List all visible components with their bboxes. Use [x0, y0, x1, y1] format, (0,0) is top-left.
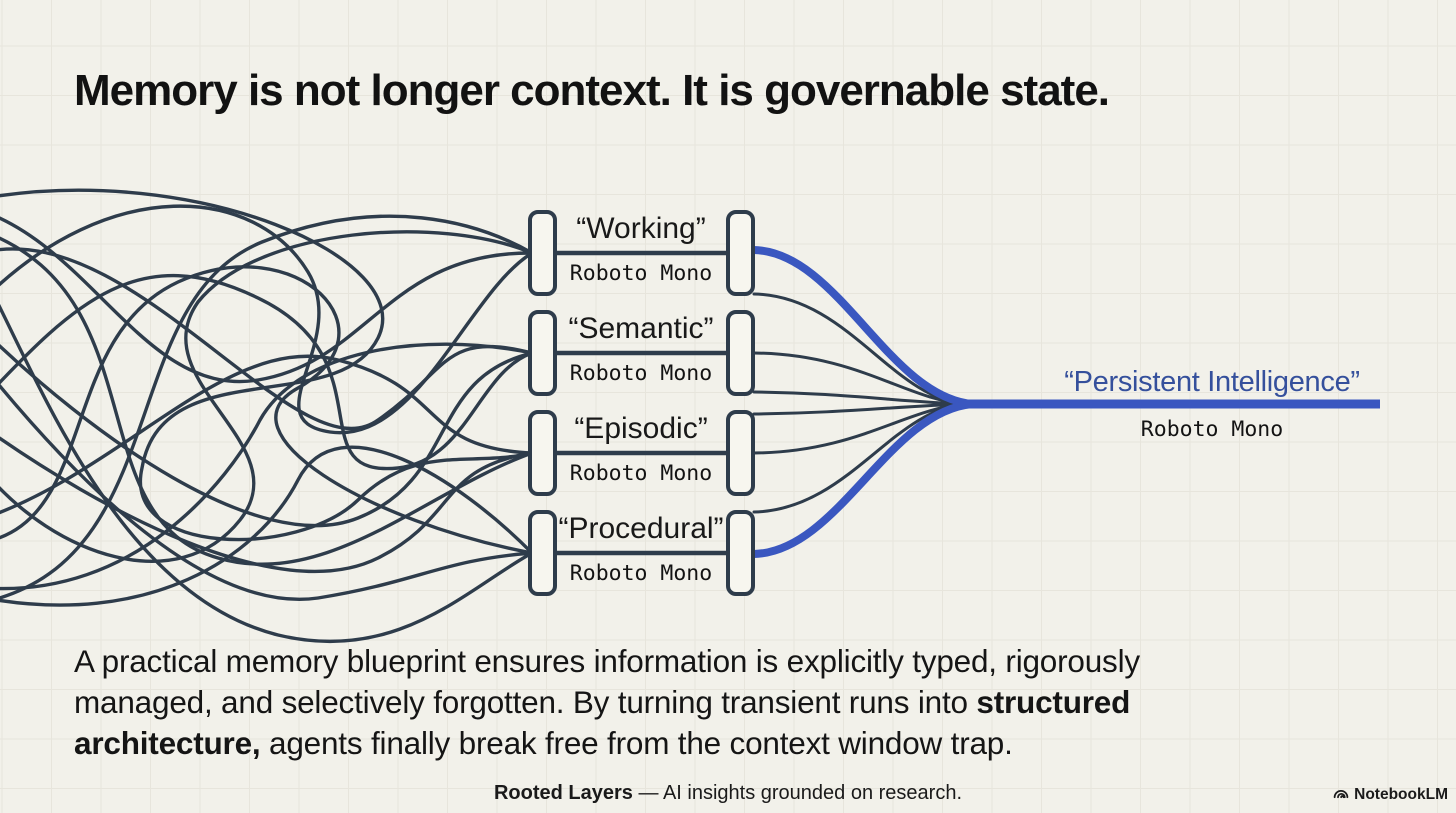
persistent-intelligence-label: “Persistent Intelligence”: [1064, 366, 1360, 398]
gate-working: [528, 210, 755, 296]
gate-semantic-font: Roboto Mono: [569, 361, 713, 386]
notebooklm-logo: NotebookLM: [1332, 786, 1448, 804]
gate-episodic-label: “Episodic”: [574, 412, 708, 445]
footer-brand: Rooted Layers: [493, 782, 633, 804]
gate-working-font: Roboto Mono: [569, 261, 713, 286]
gate-episodic: [528, 410, 755, 496]
gate-episodic-font: Roboto Mono: [569, 461, 713, 486]
gate-procedural-font: Roboto Mono: [569, 561, 713, 586]
footer: Rooted Layers — AI insights grounded on …: [0, 782, 1456, 805]
persistent-intelligence-font: Roboto Mono: [1140, 417, 1284, 442]
page-title: Memory is not longer context. It is gove…: [74, 66, 1110, 115]
tangle-lines: [0, 188, 534, 644]
footer-tagline: AI insights grounded on research.: [662, 782, 963, 804]
body-text: A practical memory blueprint ensures inf…: [74, 643, 1140, 761]
gate-procedural-label: “Procedural”: [558, 512, 724, 545]
blue-output-curve-top: [750, 246, 976, 408]
blue-output-curve-bottom: [750, 400, 976, 558]
notebooklm-label: NotebookLM: [1354, 786, 1448, 803]
gate-semantic-label: “Semantic”: [568, 312, 714, 345]
gate-working-label: “Working”: [576, 212, 706, 245]
gate-procedural: [528, 510, 755, 596]
footer-separator: —: [632, 782, 663, 804]
gate-semantic: [528, 310, 755, 396]
converging-lines: [750, 246, 1380, 558]
notebooklm-swirl-icon: [1333, 789, 1349, 799]
